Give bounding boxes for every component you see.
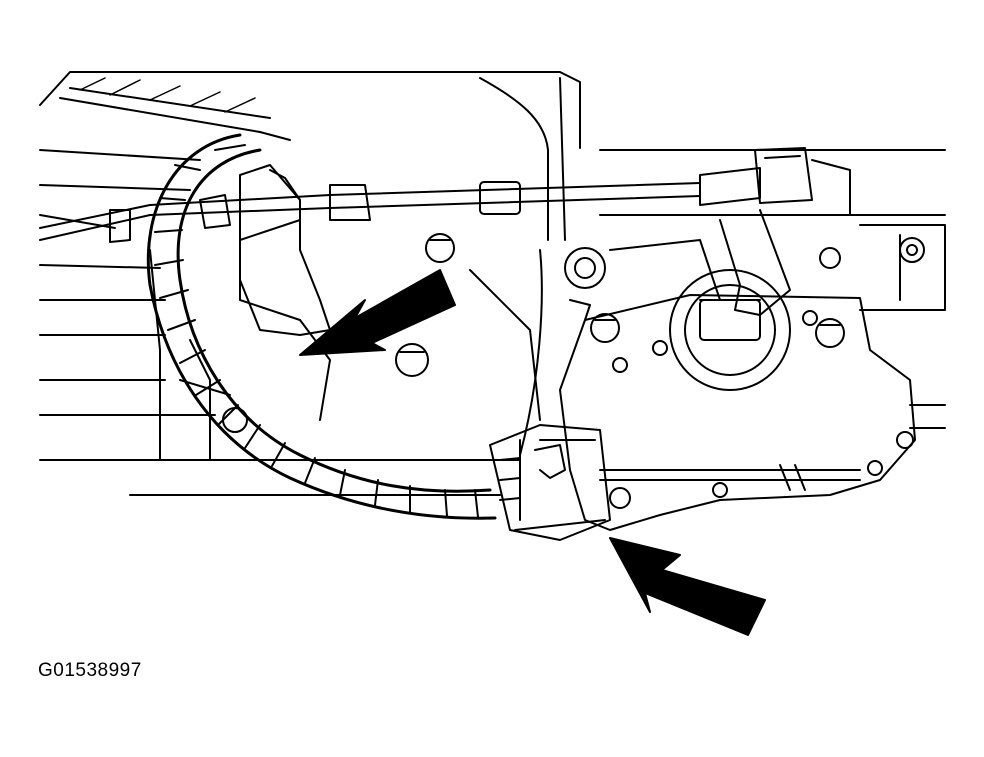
wiring-harness [146, 133, 497, 520]
housing-hatching [79, 77, 256, 113]
shift-cable [39, 181, 701, 243]
arrow-to-sensor-mount [299, 269, 456, 356]
arrow-to-harness-connector [609, 537, 766, 636]
callout-arrows [299, 269, 766, 636]
shift-lever [239, 164, 791, 336]
figure-id-label: G01538997 [38, 660, 142, 681]
harness-connector [489, 424, 611, 541]
shift-cable-clip [699, 147, 851, 216]
range-sensor [559, 247, 916, 531]
transmission-housing [39, 71, 946, 496]
